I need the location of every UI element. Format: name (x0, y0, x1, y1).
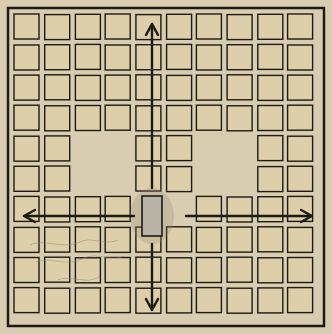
grid-cell (167, 288, 192, 313)
grid-cell (14, 136, 39, 161)
grid-cell (75, 197, 100, 222)
grid-cell (258, 44, 283, 69)
grid-cell (136, 136, 161, 161)
grid-cell (258, 288, 283, 313)
grid-cell (45, 15, 70, 40)
grid-cell (288, 258, 313, 283)
grid-cell (167, 136, 192, 161)
grid-cell (258, 75, 283, 100)
grid-cell (227, 45, 252, 70)
grid-cell (136, 166, 161, 191)
grid-cell (14, 166, 39, 191)
grid-cell (167, 167, 192, 192)
grid-cell (258, 167, 283, 192)
grid-cell (288, 14, 313, 39)
grid-cell (136, 257, 161, 282)
grid-cell (288, 75, 313, 100)
grid-cell (14, 45, 39, 70)
grid-cell (136, 45, 161, 70)
grid-cell (227, 75, 252, 100)
grid-cell (227, 288, 252, 313)
grid-cell (45, 45, 70, 70)
grid-cell (167, 14, 192, 39)
grid-cell (14, 288, 39, 313)
grid-cell (14, 227, 39, 252)
center-block-group (130, 188, 174, 244)
grid-cell (227, 197, 252, 222)
grid-cell (45, 136, 70, 161)
grid-cell (167, 75, 192, 100)
grid-cell (45, 288, 70, 313)
grid-cell (227, 257, 252, 282)
grid-cell (227, 106, 252, 131)
center-block (142, 196, 162, 236)
grid-cell (14, 105, 39, 130)
grid-cell (196, 45, 221, 70)
grid-cell (45, 106, 70, 131)
grid-cell (105, 14, 130, 39)
grid-cell (258, 197, 283, 222)
grid-cell (45, 75, 70, 100)
grid-cell (45, 227, 70, 252)
grid-cell (258, 136, 283, 161)
grid-cell (75, 288, 100, 313)
grid-cell (75, 14, 100, 39)
grid-cell (105, 45, 130, 70)
grid-cell (258, 14, 283, 39)
grid-cell (14, 14, 39, 39)
grid-cell (105, 75, 130, 100)
grid-cell (45, 197, 70, 222)
grid-cell (45, 166, 70, 191)
grid-cell (75, 258, 100, 283)
grid-cell (196, 288, 221, 313)
grid-cell (167, 44, 192, 69)
grid-cell (227, 15, 252, 40)
grid-cell (258, 258, 283, 283)
grid-cell (196, 105, 221, 130)
grid-cell (258, 227, 283, 252)
grid-cell (196, 196, 221, 221)
grid-cell (288, 105, 313, 130)
grid-cell (288, 288, 313, 313)
grid-cell (75, 227, 100, 252)
grid-cell (167, 258, 192, 283)
grid-cell (75, 106, 100, 131)
grid-cell (75, 44, 100, 69)
grid-cell (196, 75, 221, 100)
grid-cell (167, 106, 192, 131)
grid-cell (136, 15, 161, 40)
grid-cell (105, 105, 130, 130)
grid-cell (105, 196, 130, 221)
grid-cell (105, 258, 130, 283)
grid-cell (227, 227, 252, 252)
grid-cell (196, 227, 221, 252)
grid-cell (196, 14, 221, 39)
grid-cell (75, 75, 100, 100)
grid-cell (288, 166, 313, 191)
grid-cell (196, 258, 221, 283)
grid-cell (136, 75, 161, 100)
grid-cell (288, 227, 313, 252)
grid-cell (136, 106, 161, 131)
grid-cell (14, 258, 39, 283)
grid-cell (105, 288, 130, 313)
grid-cell (288, 45, 313, 70)
grid-cell (14, 75, 39, 100)
grid-cell (258, 106, 283, 131)
grid-cell (288, 136, 313, 161)
